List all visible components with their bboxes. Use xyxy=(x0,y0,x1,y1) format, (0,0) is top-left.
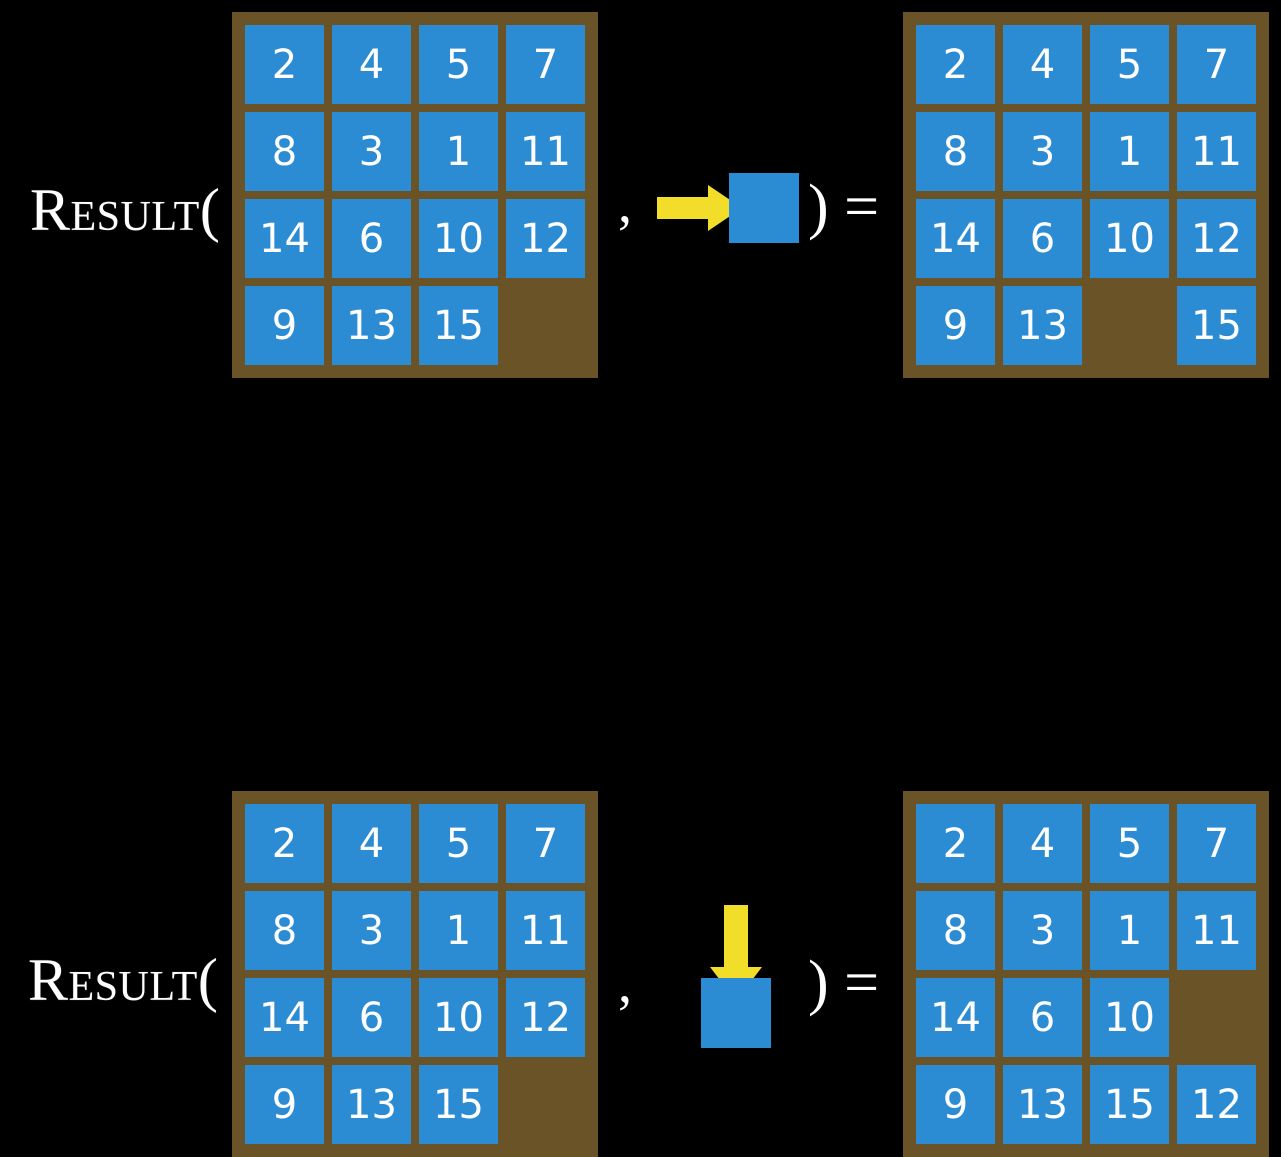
move-operand-bottom xyxy=(690,895,810,1060)
puzzle-tile[interactable]: 10 xyxy=(419,199,498,278)
puzzle-tile[interactable]: 13 xyxy=(1003,1065,1082,1144)
puzzle-tile[interactable]: 8 xyxy=(245,891,324,970)
puzzle-tile[interactable]: 5 xyxy=(1090,804,1169,883)
puzzle-tile[interactable]: 14 xyxy=(916,978,995,1057)
puzzle-tile[interactable]: 13 xyxy=(332,1065,411,1144)
move-direction-tile-top xyxy=(729,173,799,243)
puzzle-tile[interactable]: 7 xyxy=(506,25,585,104)
puzzle-tile[interactable]: 9 xyxy=(916,286,995,365)
puzzle-tile[interactable]: 5 xyxy=(419,804,498,883)
move-operand-top xyxy=(650,165,810,255)
puzzle-tile[interactable]: 9 xyxy=(245,1065,324,1144)
puzzle-tile[interactable]: 15 xyxy=(1177,286,1256,365)
puzzle-tile[interactable]: 2 xyxy=(916,804,995,883)
puzzle-blank-cell xyxy=(1090,286,1169,365)
puzzle-tile[interactable]: 9 xyxy=(245,286,324,365)
move-direction-tile-bottom xyxy=(701,978,771,1048)
puzzle-tile[interactable]: 10 xyxy=(1090,978,1169,1057)
argument-separator-comma-top: , xyxy=(618,173,632,235)
puzzle-tile[interactable]: 5 xyxy=(419,25,498,104)
puzzle-tile[interactable]: 15 xyxy=(1090,1065,1169,1144)
puzzle-tile[interactable]: 1 xyxy=(419,112,498,191)
puzzle-blank-cell xyxy=(506,286,585,365)
puzzle-tile[interactable]: 3 xyxy=(1003,891,1082,970)
puzzle-tile[interactable]: 3 xyxy=(332,112,411,191)
puzzle-blank-cell xyxy=(1177,978,1256,1057)
puzzle-tile[interactable]: 8 xyxy=(245,112,324,191)
result-function-label-top: Result( xyxy=(30,177,221,243)
close-paren-equals-top: ) = xyxy=(808,173,880,241)
puzzle-tile[interactable]: 2 xyxy=(245,804,324,883)
puzzle-tile[interactable]: 7 xyxy=(1177,804,1256,883)
puzzle-tile[interactable]: 7 xyxy=(1177,25,1256,104)
puzzle-tile[interactable]: 8 xyxy=(916,112,995,191)
puzzle-tile[interactable]: 4 xyxy=(332,804,411,883)
puzzle-tile[interactable]: 11 xyxy=(506,891,585,970)
puzzle-blank-cell xyxy=(506,1065,585,1144)
puzzle-tile[interactable]: 2 xyxy=(245,25,324,104)
puzzle-tile[interactable]: 8 xyxy=(916,891,995,970)
puzzle-tile[interactable]: 1 xyxy=(1090,112,1169,191)
puzzle-tile[interactable]: 2 xyxy=(916,25,995,104)
puzzle-tile[interactable]: 4 xyxy=(332,25,411,104)
puzzle-tile[interactable]: 6 xyxy=(332,199,411,278)
puzzle-tile[interactable]: 6 xyxy=(1003,199,1082,278)
puzzle-tile[interactable]: 6 xyxy=(332,978,411,1057)
puzzle-tile[interactable]: 14 xyxy=(916,199,995,278)
puzzle-tile[interactable]: 5 xyxy=(1090,25,1169,104)
puzzle-tile[interactable]: 3 xyxy=(332,891,411,970)
puzzle-tile[interactable]: 1 xyxy=(419,891,498,970)
puzzle-tile[interactable]: 14 xyxy=(245,978,324,1057)
puzzle-tile[interactable]: 15 xyxy=(419,286,498,365)
puzzle-tile[interactable]: 12 xyxy=(506,199,585,278)
close-paren-equals-bottom: ) = xyxy=(808,949,880,1017)
puzzle-tile[interactable]: 10 xyxy=(419,978,498,1057)
puzzle-tile[interactable]: 13 xyxy=(1003,286,1082,365)
puzzle-tile[interactable]: 11 xyxy=(1177,891,1256,970)
puzzle-tile[interactable]: 4 xyxy=(1003,25,1082,104)
puzzle-tile[interactable]: 15 xyxy=(419,1065,498,1144)
puzzle-tile[interactable]: 14 xyxy=(245,199,324,278)
puzzle-tile[interactable]: 10 xyxy=(1090,199,1169,278)
puzzle-tile[interactable]: 12 xyxy=(1177,1065,1256,1144)
puzzle-tile[interactable]: 11 xyxy=(1177,112,1256,191)
puzzle-tile[interactable]: 3 xyxy=(1003,112,1082,191)
puzzle-tile[interactable]: 9 xyxy=(916,1065,995,1144)
puzzle-tile[interactable]: 11 xyxy=(506,112,585,191)
puzzle-tile[interactable]: 1 xyxy=(1090,891,1169,970)
result-function-label-bottom: Result( xyxy=(28,947,219,1013)
puzzle-tile[interactable]: 4 xyxy=(1003,804,1082,883)
puzzle-tile[interactable]: 12 xyxy=(506,978,585,1057)
puzzle-tile[interactable]: 13 xyxy=(332,286,411,365)
arrow-right-icon xyxy=(657,185,742,231)
puzzle-tile[interactable]: 12 xyxy=(1177,199,1256,278)
puzzle-tile[interactable]: 6 xyxy=(1003,978,1082,1057)
puzzle-tile[interactable]: 7 xyxy=(506,804,585,883)
argument-separator-comma-bottom: , xyxy=(618,953,632,1015)
